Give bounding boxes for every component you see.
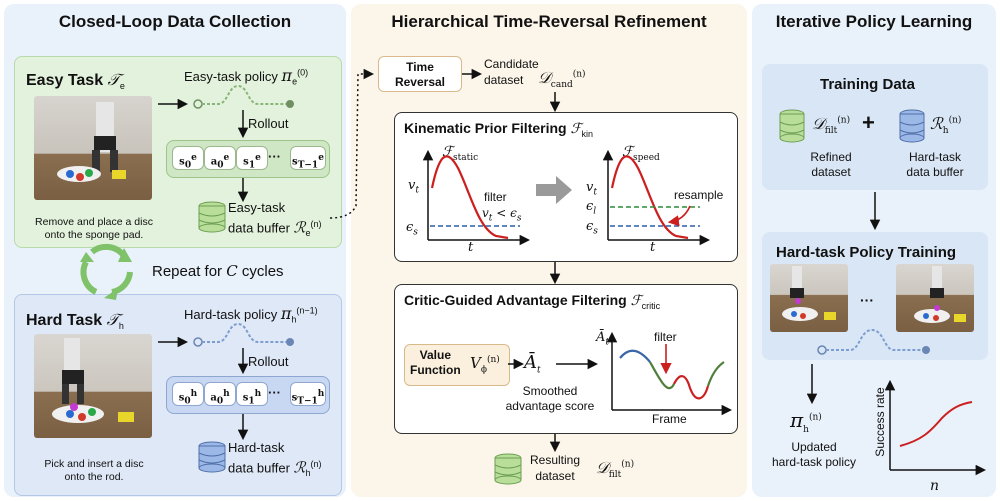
static-eps-label: ϵs — [406, 220, 418, 238]
speed-eps-s-label: ϵs — [586, 219, 598, 237]
easy-token-a0: a0e — [204, 146, 236, 170]
easy-token-ellipsis: ··· — [268, 149, 281, 164]
candidate-dataset-label: Candidate dataset — [484, 57, 539, 87]
plus-sign: + — [862, 110, 875, 135]
candidate-dataset-symbol: 𝒟cand(n) — [538, 68, 586, 91]
repeat-cycle-icon — [80, 243, 133, 300]
value-function-box — [404, 344, 510, 386]
advantage-plot — [606, 331, 733, 416]
speed-eps-l-label: ϵl — [586, 199, 597, 217]
easy-token-s1: s1e — [236, 146, 268, 170]
policy-training-title: Hard-task Policy Training — [776, 244, 957, 261]
static-filter-text: filter — [484, 190, 507, 204]
static-t-label: t — [468, 240, 474, 255]
static-filter-condition: vt < ϵs — [482, 206, 522, 224]
easy-policy-label: Easy-task policy πe(0) — [184, 66, 309, 87]
static-to-speed-arrow — [536, 176, 572, 204]
repeat-cycles-label: Repeat for C cycles — [152, 262, 284, 280]
hard-trajectory-icon — [193, 322, 294, 347]
resample-text: resample — [674, 188, 724, 202]
refined-dataset-symbol: 𝒟filt(n) — [812, 114, 851, 137]
easy-database-icon — [198, 201, 226, 233]
hard-buffer-symbol: ℛh(n) — [930, 114, 962, 137]
n-axis-label: n — [930, 478, 940, 494]
hard-buffer-database-icon — [899, 109, 925, 143]
easy-buffer-label: Easy-task data buffer ℛe(n) — [228, 200, 322, 238]
easy-token-s0: s0e — [172, 146, 204, 170]
result-database-icon — [494, 453, 522, 485]
hard-token-sT: sT−1h — [290, 382, 326, 406]
easy-rollout-label: Rollout — [248, 116, 289, 131]
value-function-symbol: Vϕ(n) — [470, 354, 500, 375]
training-photo-start — [770, 264, 848, 332]
hard-rollout-label: Rollout — [248, 354, 289, 369]
resulting-dataset-symbol: 𝒟filt(n) — [596, 458, 635, 481]
hard-token-s0: s0h — [172, 382, 204, 406]
hard-buffer-label: Hard-task data buffer ℛh(n) — [228, 440, 322, 478]
hard-task-photo — [34, 334, 152, 438]
easy-task-photo — [34, 96, 152, 200]
easy-task-label: Easy Task 𝒯e — [26, 70, 125, 92]
frame-axis-label: Frame — [652, 412, 687, 426]
speed-filter-label: ℱspeed — [622, 144, 660, 163]
training-trajectory-icon — [817, 328, 930, 355]
static-filter-label: ℱstatic — [442, 144, 479, 163]
training-photo-dots: ··· — [860, 292, 874, 308]
hard-token-a0: a0h — [204, 382, 236, 406]
refined-database-icon — [779, 109, 805, 143]
hard-policy-label: Hard-task policy πh(n−1) — [184, 304, 318, 325]
speed-vt-label: vt — [586, 180, 597, 198]
hard-task-label: Hard Task 𝒯h — [26, 310, 124, 332]
left-panel-title: Closed-Loop Data Collection — [58, 12, 292, 31]
right-panel-title: Iterative Policy Learning — [775, 12, 973, 31]
easy-to-reversal-link — [329, 68, 375, 219]
speed-t-label: t — [650, 240, 656, 255]
hard-token-ellipsis: ··· — [268, 385, 281, 400]
kinematic-filter-title: Kinematic Prior Filtering ℱkin — [404, 120, 594, 139]
advantage-axis-label: Āt — [596, 330, 610, 348]
updated-policy-symbol: πh(n) — [790, 408, 822, 435]
critic-filter-title: Critic-Guided Advantage Filtering ℱcriti… — [404, 292, 661, 311]
easy-token-sT: sT−1e — [290, 146, 326, 170]
hard-token-s1: s1h — [236, 382, 268, 406]
training-data-title: Training Data — [820, 76, 916, 93]
hard-database-icon — [198, 441, 226, 473]
static-plot — [422, 149, 531, 246]
easy-trajectory-icon — [193, 84, 294, 109]
speed-plot — [602, 149, 711, 246]
critic-filter-text: filter — [654, 330, 677, 344]
training-photo-end — [896, 264, 974, 332]
smoothed-advantage-symbol: Āt — [524, 352, 541, 376]
static-vt-label: vt — [408, 178, 419, 196]
middle-panel-title: Hierarchical Time-Reversal Refinement — [391, 12, 707, 31]
success-rate-plot — [884, 379, 987, 476]
